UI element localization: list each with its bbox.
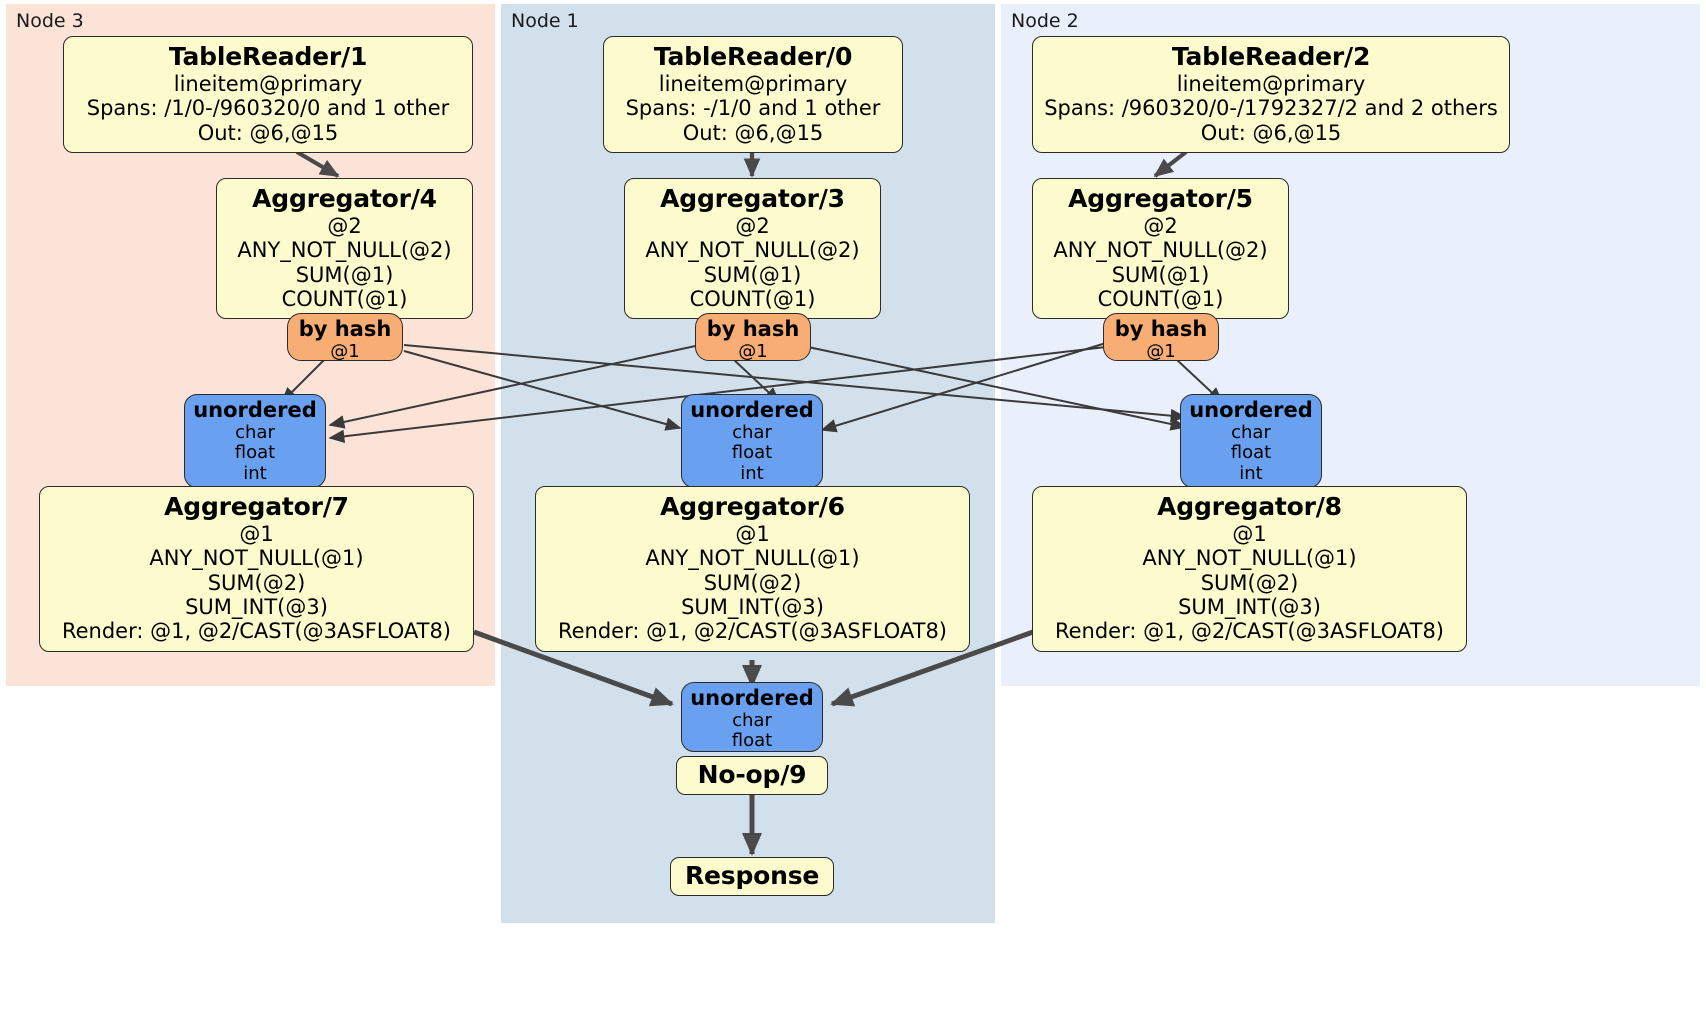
processor-title: No-op/9 <box>697 760 807 789</box>
processor-line: SUM_INT(@3) <box>185 595 328 620</box>
router-title: by hash <box>298 317 392 341</box>
processor-line: SUM(@2) <box>1200 570 1299 595</box>
processor-line: COUNT(@1) <box>689 287 816 312</box>
processor-title: Aggregator/7 <box>164 492 349 521</box>
processor-line: Out: @6,@15 <box>1200 120 1342 145</box>
router-line: float <box>234 442 276 464</box>
router-line: float <box>731 730 773 752</box>
processor-line: ANY_NOT_NULL(@2) <box>645 238 860 263</box>
processor-line: @1 <box>735 522 770 546</box>
router-unordered-center[interactable]: unordered char float int <box>681 394 823 488</box>
router-line: float <box>1230 442 1272 464</box>
processor-title: Aggregator/4 <box>252 184 437 213</box>
processor-aggregator-8[interactable]: Aggregator/8 @1 ANY_NOT_NULL(@1) SUM(@2)… <box>1032 486 1467 652</box>
processor-line: ANY_NOT_NULL(@2) <box>1053 238 1268 263</box>
processor-title: Aggregator/3 <box>660 184 845 213</box>
processor-table-reader-1[interactable]: TableReader/1 lineitem@primary Spans: /1… <box>63 36 473 154</box>
processor-line: SUM(@1) <box>295 262 394 287</box>
router-line: @1 <box>738 340 768 362</box>
router-line: char <box>732 709 772 731</box>
processor-line: Render: @1, @2/CAST(@3ASFLOAT8) <box>1054 619 1445 644</box>
processor-line: SUM(@1) <box>1111 262 1210 287</box>
router-unordered-final[interactable]: unordered char float <box>681 682 823 752</box>
router-by-hash-right[interactable]: by hash @1 <box>1103 313 1219 361</box>
processor-line: SUM_INT(@3) <box>1178 595 1321 620</box>
router-line: char <box>235 421 275 443</box>
router-line: int <box>243 462 267 484</box>
router-title: by hash <box>1114 317 1208 341</box>
processor-aggregator-6[interactable]: Aggregator/6 @1 ANY_NOT_NULL(@1) SUM(@2)… <box>535 486 970 652</box>
router-line: float <box>731 442 773 464</box>
processor-line: Spans: /960320/0-/1792327/2 and 2 others <box>1044 96 1498 121</box>
processor-title: Aggregator/6 <box>660 492 845 521</box>
processor-line: lineitem@primary <box>658 72 848 96</box>
processor-title: TableReader/2 <box>1171 42 1371 71</box>
processor-line: ANY_NOT_NULL(@1) <box>645 546 860 571</box>
router-line: char <box>1231 421 1271 443</box>
processor-title: Response <box>685 861 820 890</box>
processor-line: @2 <box>735 214 770 238</box>
cluster-node-3-label: Node 3 <box>16 10 84 32</box>
processor-line: Out: @6,@15 <box>197 120 339 145</box>
processor-line: COUNT(@1) <box>1097 287 1224 312</box>
router-title: unordered <box>690 686 814 710</box>
router-unordered-left[interactable]: unordered char float int <box>184 394 326 488</box>
processor-line: Render: @1, @2/CAST(@3ASFLOAT8) <box>61 619 452 644</box>
processor-noop-9[interactable]: No-op/9 <box>676 756 828 795</box>
router-title: unordered <box>1189 398 1313 422</box>
router-title: unordered <box>690 398 814 422</box>
router-line: char <box>732 421 772 443</box>
processor-line: @2 <box>1143 214 1178 238</box>
processor-title: TableReader/1 <box>168 42 368 71</box>
processor-line: SUM(@2) <box>207 570 306 595</box>
cluster-node-2-label: Node 2 <box>1011 10 1079 32</box>
processor-line: lineitem@primary <box>1176 72 1366 96</box>
processor-response[interactable]: Response <box>670 857 834 896</box>
processor-line: @1 <box>239 522 274 546</box>
processor-table-reader-0[interactable]: TableReader/0 lineitem@primary Spans: -/… <box>603 36 903 154</box>
router-line: @1 <box>330 340 360 362</box>
processor-aggregator-4[interactable]: Aggregator/4 @2 ANY_NOT_NULL(@2) SUM(@1)… <box>216 178 473 320</box>
processor-aggregator-3[interactable]: Aggregator/3 @2 ANY_NOT_NULL(@2) SUM(@1)… <box>624 178 881 320</box>
router-title: unordered <box>193 398 317 422</box>
router-line: int <box>740 462 764 484</box>
cluster-node-1-label: Node 1 <box>511 10 579 32</box>
processor-line: SUM_INT(@3) <box>681 595 824 620</box>
processor-line: ANY_NOT_NULL(@1) <box>1142 546 1357 571</box>
processor-title: TableReader/0 <box>653 42 853 71</box>
router-line: @1 <box>1146 340 1176 362</box>
processor-line: Spans: /1/0-/960320/0 and 1 other <box>86 96 450 121</box>
router-unordered-right[interactable]: unordered char float int <box>1180 394 1322 488</box>
processor-aggregator-5[interactable]: Aggregator/5 @2 ANY_NOT_NULL(@2) SUM(@1)… <box>1032 178 1289 320</box>
processor-line: COUNT(@1) <box>281 287 408 312</box>
processor-line: @1 <box>1232 522 1267 546</box>
processor-title: Aggregator/8 <box>1157 492 1342 521</box>
processor-line: Spans: -/1/0 and 1 other <box>625 96 881 121</box>
processor-line: Render: @1, @2/CAST(@3ASFLOAT8) <box>557 619 948 644</box>
processor-line: lineitem@primary <box>173 72 363 96</box>
processor-title: Aggregator/5 <box>1068 184 1253 213</box>
processor-line: SUM(@1) <box>703 262 802 287</box>
processor-line: ANY_NOT_NULL(@2) <box>237 238 452 263</box>
router-by-hash-left[interactable]: by hash @1 <box>287 313 403 361</box>
processor-aggregator-7[interactable]: Aggregator/7 @1 ANY_NOT_NULL(@1) SUM(@2)… <box>39 486 474 652</box>
processor-line: ANY_NOT_NULL(@1) <box>149 546 364 571</box>
processor-table-reader-2[interactable]: TableReader/2 lineitem@primary Spans: /9… <box>1032 36 1510 154</box>
processor-line: SUM(@2) <box>703 570 802 595</box>
processor-line: @2 <box>327 214 362 238</box>
processor-line: Out: @6,@15 <box>682 120 824 145</box>
router-line: int <box>1239 462 1263 484</box>
router-title: by hash <box>706 317 800 341</box>
router-by-hash-center[interactable]: by hash @1 <box>695 313 811 361</box>
